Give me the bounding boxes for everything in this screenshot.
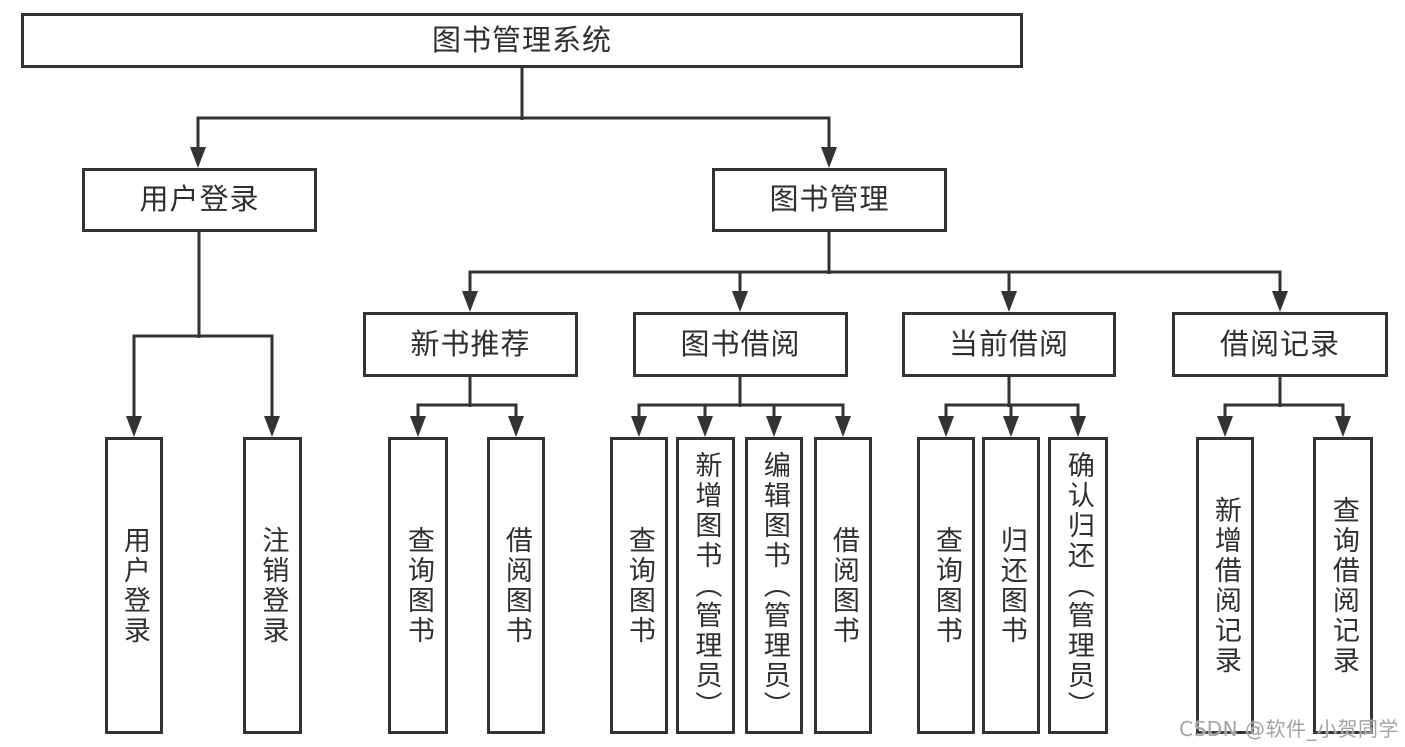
leaf-add-book-admin: 新增图书（管理员） — [676, 437, 735, 734]
node-current-borrow: 当前借阅 — [902, 312, 1116, 377]
leaf-query-books-current: 查询图书 — [917, 437, 975, 734]
leaf-edit-book-admin: 编辑图书（管理员） — [745, 437, 803, 734]
node-new-book-recommend: 新书推荐 — [363, 312, 578, 377]
node-user-login: 用户登录 — [82, 168, 317, 232]
node-book-borrow: 图书借阅 — [633, 312, 848, 377]
leaf-add-borrow-record: 新增借阅记录 — [1196, 437, 1254, 734]
leaf-query-borrow-record: 查询借阅记录 — [1313, 437, 1373, 734]
leaf-borrow-books-recommend: 借阅图书 — [487, 437, 545, 734]
leaf-query-books-recommend: 查询图书 — [388, 437, 448, 734]
node-root-system: 图书管理系统 — [21, 13, 1023, 68]
leaf-borrow-books-borrow: 借阅图书 — [814, 437, 872, 734]
leaf-logout: 注销登录 — [243, 437, 302, 734]
leaf-user-login: 用户登录 — [105, 437, 163, 734]
leaf-return-book: 归还图书 — [982, 437, 1040, 734]
leaf-confirm-return-admin: 确认归还（管理员） — [1048, 437, 1108, 734]
arrowheads — [126, 147, 1351, 437]
node-book-management: 图书管理 — [712, 168, 947, 232]
node-borrow-records: 借阅记录 — [1172, 312, 1388, 377]
leaf-query-books-borrow: 查询图书 — [610, 437, 668, 734]
csdn-watermark: CSDN @软件_小贺同学 — [1179, 717, 1399, 741]
